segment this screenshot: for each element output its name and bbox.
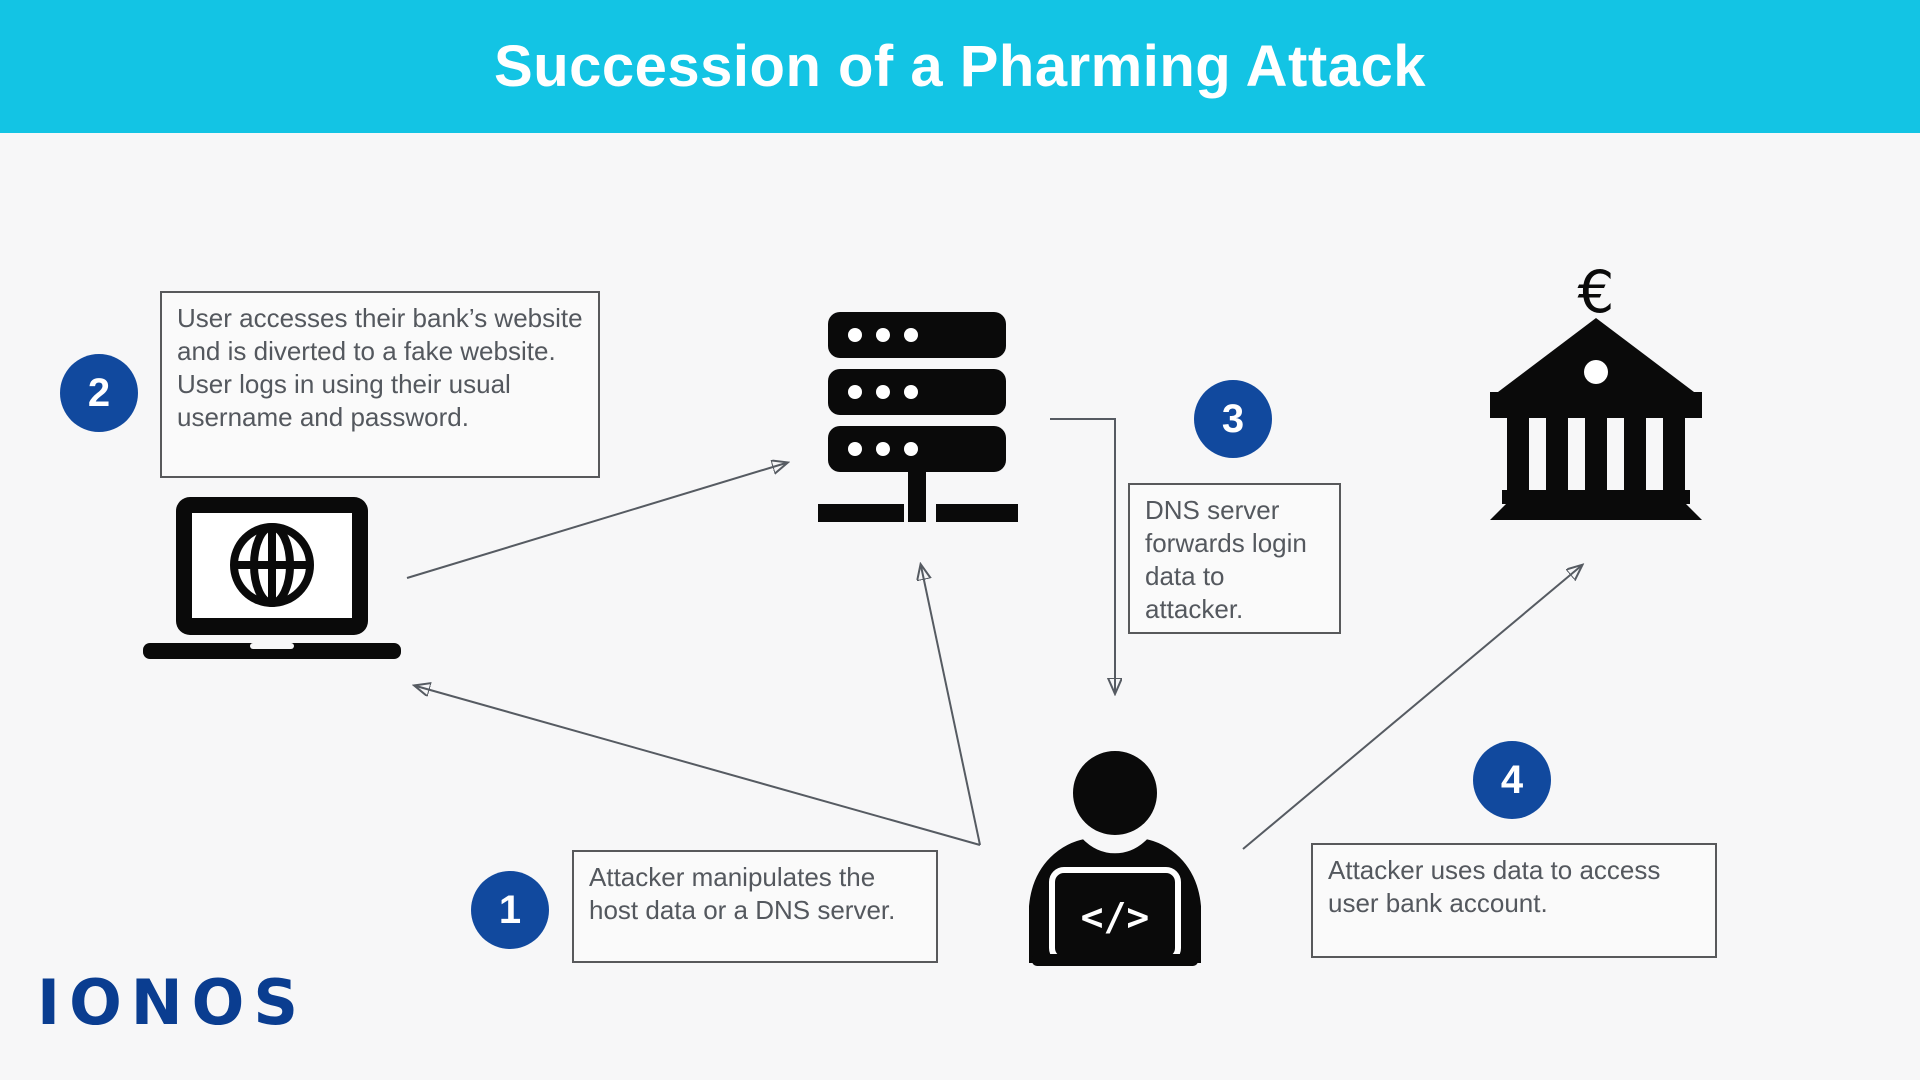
attacker-laptop-icon: </>: [1022, 748, 1212, 966]
step-1-badge: 1: [471, 871, 549, 949]
step-3-description: DNS server forwards login data to attack…: [1128, 483, 1341, 634]
step-2-badge: 2: [60, 354, 138, 432]
euro-symbol: €: [1578, 266, 1615, 326]
step-3-number: 3: [1221, 396, 1245, 441]
arrow-attacker-to-laptop: [416, 686, 981, 846]
step-2-description: User accesses their bank’s website and i…: [160, 291, 600, 478]
header-bar: Succession of a Pharming Attack: [0, 0, 1920, 133]
step-1-number: 1: [498, 887, 522, 932]
step-4-badge: 4: [1473, 741, 1551, 819]
step-2-number: 2: [87, 370, 111, 415]
step-1-description: Attacker manipulates the host data or a …: [572, 850, 938, 963]
dns-server-icon: [818, 312, 1018, 522]
code-glyph: </>: [1081, 895, 1150, 939]
arrow-laptop-to-server: [406, 463, 786, 579]
arrow-attacker-to-server: [921, 566, 981, 846]
arrow-server-to-attacker: [1050, 418, 1115, 692]
ionos-logo: IONOS: [37, 966, 308, 1039]
step-4-number: 4: [1500, 757, 1524, 802]
step-4-description: Attacker uses data to access user bank a…: [1311, 843, 1717, 958]
page-title: Succession of a Pharming Attack: [494, 34, 1426, 99]
step-3-badge: 3: [1194, 380, 1272, 458]
bank-building-icon: €: [1490, 266, 1702, 520]
laptop-globe-icon: [143, 497, 401, 659]
